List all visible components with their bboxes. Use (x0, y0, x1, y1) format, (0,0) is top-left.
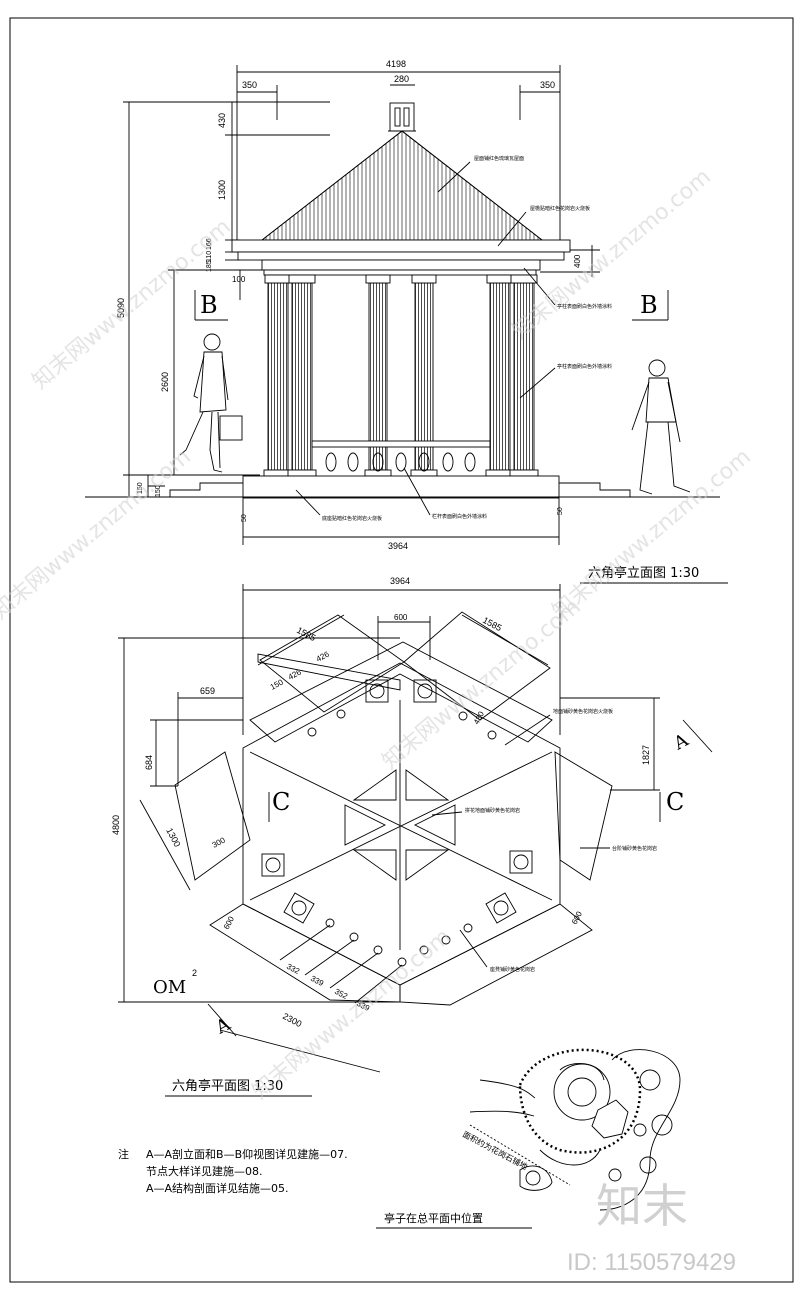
plan-dim-spacing-b: 426 (315, 649, 331, 663)
notes-line-1: A—A剖立面和B—B仰视图详见建施—07. (146, 1147, 348, 1161)
plan-dim-bottom-b: 600 (570, 909, 584, 925)
plan-dim-step-len: 1300 (164, 826, 182, 848)
plan-dim-side-a: 1585 (295, 625, 317, 643)
id-watermark: ID: 1150579429 (567, 1249, 736, 1276)
plan-dim-total-height: 4800 (111, 815, 121, 835)
note-roof: 屋面铺红色琉璃瓦屋面 (474, 155, 524, 162)
dim-cornice-a: 166 (206, 238, 213, 250)
notes-line-3: A—A结构剖面详见结施—05. (146, 1181, 289, 1195)
sheet-border (9, 17, 794, 1283)
notes-prefix: 注 (118, 1147, 129, 1161)
notes-line-2: 节点大样详见建施—08. (146, 1164, 263, 1178)
plan-dim-right-h: 1827 (641, 745, 651, 765)
dim-cornice-c: 185 (206, 260, 213, 272)
dim-total-width: 4198 (386, 59, 406, 69)
plan-drawing (118, 584, 713, 1073)
plan-dim-top-width: 3964 (390, 576, 410, 586)
site-path-label: 面积约为花岗石铺地 (461, 1129, 529, 1172)
dim-column-height: 2600 (160, 372, 170, 392)
note-column: 亭柱表面刷白色外墙涂料 (557, 363, 612, 370)
dim-base-left: 50 (241, 514, 248, 522)
plan-dim-center-gap: 600 (394, 613, 408, 622)
dim-finial: 280 (394, 74, 409, 84)
plan-dim-col-b: 339 (309, 974, 325, 988)
site-caption: 亭子在总平面中位置 (384, 1211, 483, 1225)
plan-dim-col-a: 332 (285, 962, 301, 976)
note-eave: 屋檐贴暗红色花岗岩火烧板 (530, 205, 590, 212)
plan-dim-bottom-a: 600 (222, 914, 236, 930)
note-seat: 座凳铺砂黄色花岗岩 (490, 966, 535, 973)
plan-dim-left-b: 684 (144, 755, 154, 770)
section-marker-c-right: C (666, 788, 684, 816)
dim-base-right: 50 (557, 507, 564, 515)
section-marker-b-right: B (640, 291, 658, 319)
plan-title: 六角亭平面图 1:30 (172, 1078, 283, 1094)
note-floor: 地面铺砂黄色花岗岩火烧板 (553, 708, 613, 715)
scale-marker: OM (153, 977, 186, 998)
plan-dim-left-a: 659 (200, 686, 215, 696)
section-marker-b-left: B (200, 291, 218, 319)
section-marker-c-left: C (272, 788, 290, 816)
balusters (325, 452, 476, 472)
note-beam: 亭柱表面刷白色外墙涂料 (557, 303, 612, 310)
dim-plinth-offset: 100 (232, 275, 246, 284)
brand-watermark: 知末 (596, 1179, 688, 1233)
plan-dim-col-c: 352 (333, 987, 349, 1001)
scale-marker-text: OM (153, 977, 186, 998)
columns (263, 274, 539, 477)
dim-eave-right: 350 (540, 80, 555, 90)
note-step: 台阶铺砂黄色花岗岩 (612, 845, 657, 852)
hexagon-outline (242, 662, 561, 986)
note-center: 拼花地面铺砂黄色花岗岩 (465, 807, 520, 814)
watermark-3: 知末网www.znzmo.com (0, 444, 196, 624)
human-figure-right (631, 359, 691, 495)
dim-eave-left: 350 (242, 80, 257, 90)
dim-roof-height: 1300 (217, 180, 227, 200)
dim-step-a: 150 (137, 482, 144, 494)
note-base: 底座贴暗红色花岗岩火烧板 (322, 515, 382, 522)
site-plan (469, 1048, 681, 1211)
elevation-drawing (85, 65, 720, 545)
plan-dim-step-w: 300 (211, 835, 227, 849)
dim-base-width: 3964 (388, 541, 408, 551)
section-marker-a-top: A (670, 729, 693, 755)
plan-dim-bottom-c: 2300 (281, 1011, 303, 1029)
dim-finial-height: 430 (217, 113, 227, 128)
section-marker-a-bottom: A (212, 1013, 235, 1039)
plan-dim-spacing-a: 426 (287, 667, 303, 681)
watermark-5: 知末网www.znzmo.com (548, 444, 756, 624)
plan-dim-side-b: 1585 (481, 615, 503, 633)
plan-dim-spacing-c: 150 (269, 677, 285, 691)
scale-marker-sup: 2 (192, 968, 197, 978)
dim-step-b: 150 (155, 485, 162, 497)
dim-total-height: 5090 (116, 298, 126, 318)
note-rail: 栏杆表面刷白色外墙涂料 (432, 513, 487, 520)
dim-cornice-b: 110 (206, 251, 213, 262)
human-figure-left (179, 333, 243, 473)
elevation-title: 六角亭立面图 1:30 (588, 565, 699, 581)
dim-right-band: 400 (573, 254, 582, 268)
